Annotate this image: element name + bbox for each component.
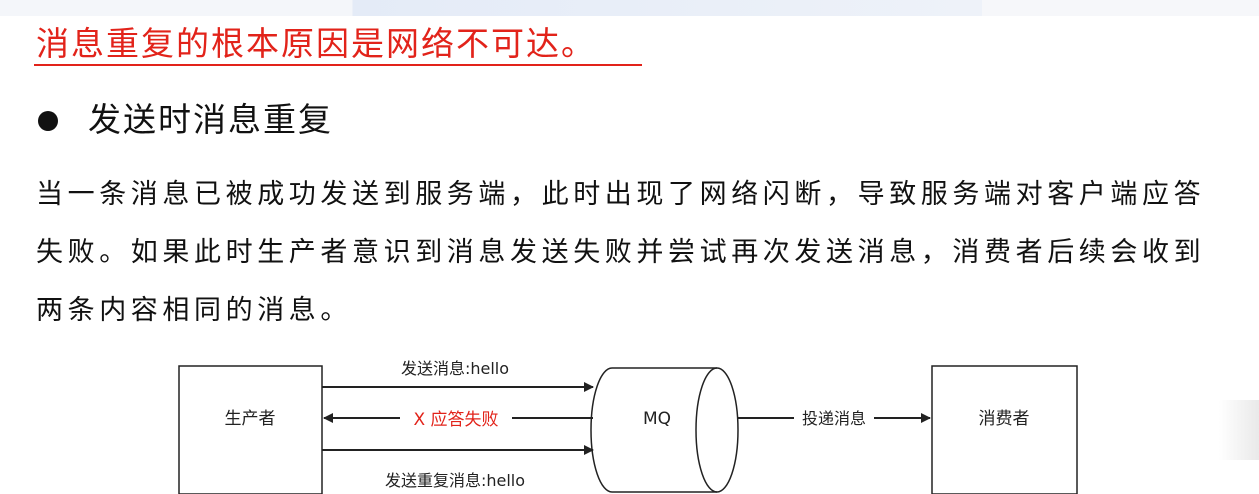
producer-label: 生产者	[225, 409, 276, 429]
explanation-paragraph: 当一条消息已被成功发送到服务端，此时出现了网络闪断，导致服务端对客户端应答失败。…	[36, 179, 1206, 326]
bullet-dot	[38, 111, 58, 131]
deliver-label: 投递消息	[802, 409, 866, 428]
mq-label: MQ	[643, 409, 671, 429]
resend-label: 发送重复消息:hello	[385, 471, 525, 490]
consumer-label: 消费者	[979, 409, 1030, 429]
heading-underline	[34, 64, 642, 66]
ack-fail-label: X 应答失败	[413, 410, 498, 430]
edge-shadow	[1219, 400, 1259, 460]
page-heading: 消息重复的根本原因是网络不可达。	[36, 24, 596, 63]
top-strip	[0, 0, 1259, 16]
mq-cylinder	[590, 367, 739, 493]
send-label: 发送消息:hello	[401, 359, 509, 378]
section-title: 发送时消息重复	[88, 100, 333, 139]
consumer-box	[931, 365, 1078, 494]
message-flow-diagram: 生产者 MQ 消费者 发送消息:hello X 应答失败 发送重复消息:hell…	[178, 359, 1078, 494]
producer-box	[178, 365, 323, 494]
